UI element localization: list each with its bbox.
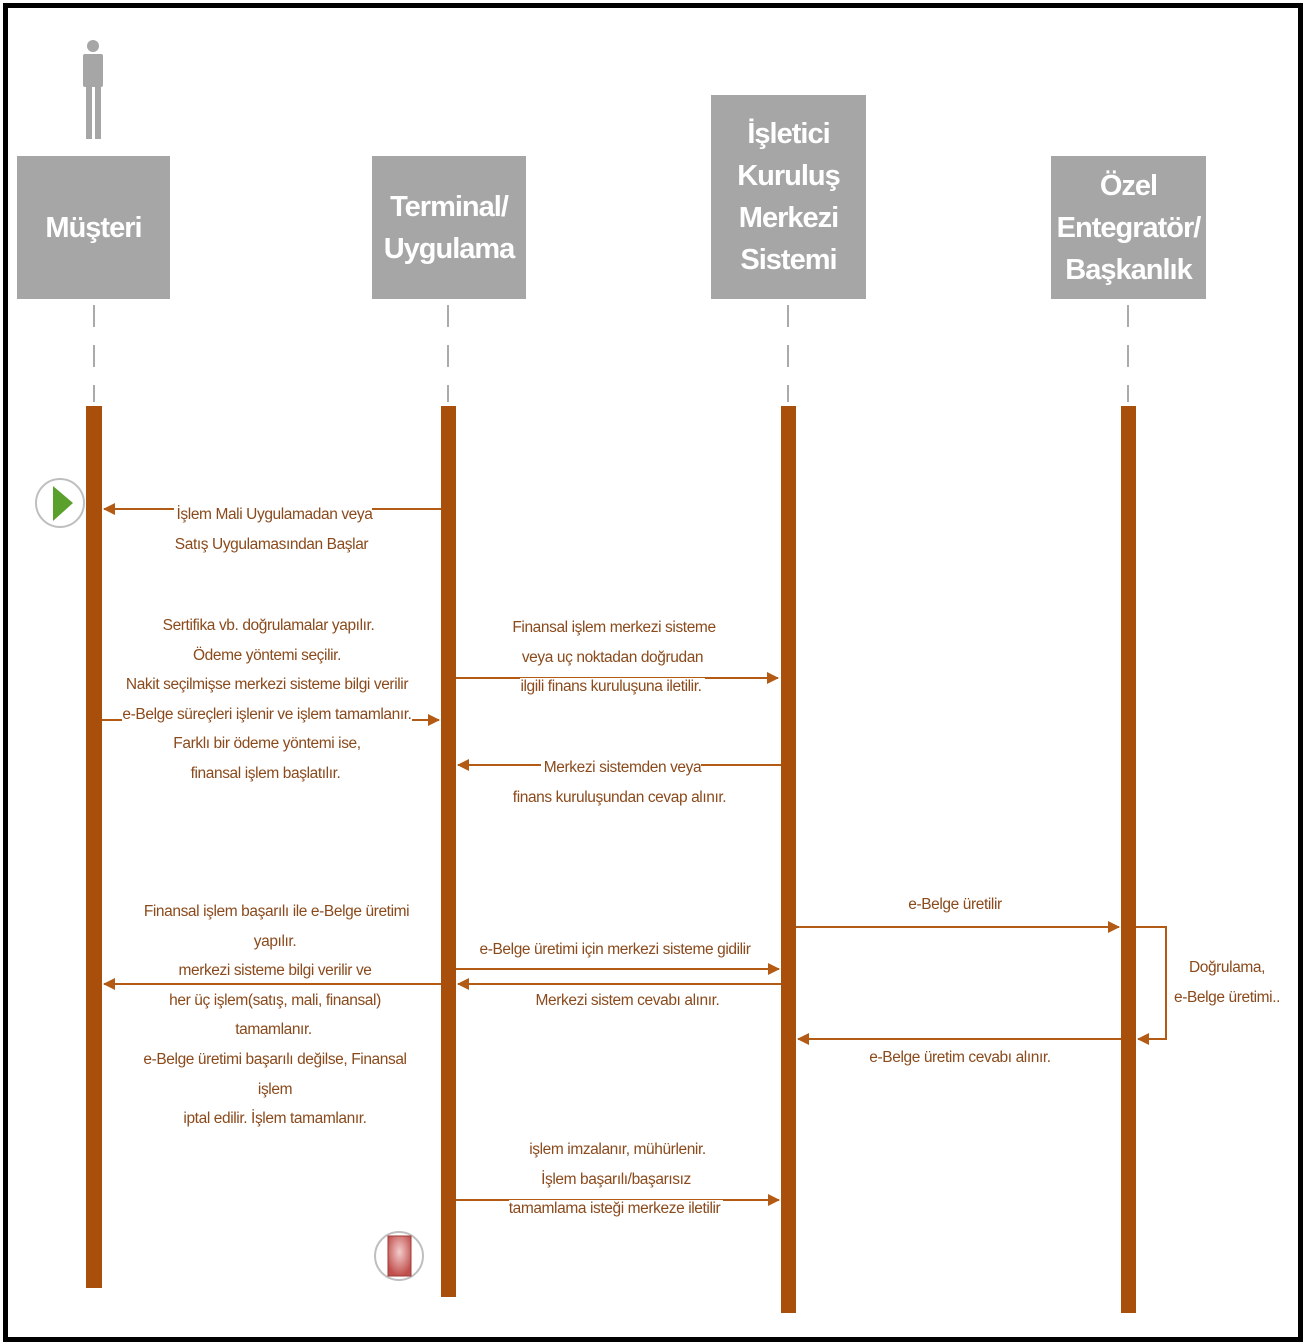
lifeline-terminal bbox=[441, 406, 456, 1297]
label-m4: Merkezi sistemden veya finans kuruluşund… bbox=[480, 753, 762, 812]
label-m2: Sertifika vb. doğrulamalar yapılır. Ödem… bbox=[122, 617, 412, 782]
participant-terminal: Terminal/ Uygulama bbox=[372, 156, 526, 299]
actor-icon bbox=[83, 40, 103, 139]
label-m1: İşlem Mali Uygulamadan veya Satış Uygula… bbox=[173, 506, 373, 553]
participant-musteri: Müşteri bbox=[17, 156, 170, 299]
label-m5: e-Belge üretilir bbox=[908, 896, 1002, 913]
label-m6: Doğrulama, e-Belge üretimi.. bbox=[1173, 959, 1281, 1006]
lifeline-ozel bbox=[1121, 406, 1136, 1313]
label-m8: Merkezi sistem cevabı alınır. bbox=[535, 992, 720, 1009]
label-m7: e-Belge üretimi için merkezi sisteme gid… bbox=[479, 941, 751, 958]
label-m11: e-Belge üretimi başarılı değilse, Finans… bbox=[143, 1051, 407, 1127]
label-m12: işlem imzalanır, mühürlenir. İşlem başar… bbox=[475, 1135, 757, 1224]
label-m3: Finansal işlem merkezi sisteme veya uç n… bbox=[470, 613, 755, 702]
participant-isletici: İşletici Kuruluş Merkezi Sistemi bbox=[711, 95, 866, 299]
lifeline-isletici bbox=[781, 406, 796, 1313]
start-icon[interactable] bbox=[35, 478, 85, 528]
diagram-frame bbox=[3, 3, 1303, 1342]
label-m10: Finansal işlem başarılı ile e-Belge üret… bbox=[125, 897, 425, 1045]
lifeline-musteri bbox=[86, 406, 102, 1288]
stop-icon[interactable] bbox=[374, 1231, 424, 1281]
participant-ozel: Özel Entegratör/ Başkanlık bbox=[1051, 156, 1206, 299]
lifeline-dashes bbox=[93, 305, 1129, 402]
arrow-m6 bbox=[1136, 926, 1167, 1045]
label-m9: e-Belge üretim cevabı alınır. bbox=[869, 1049, 1051, 1066]
